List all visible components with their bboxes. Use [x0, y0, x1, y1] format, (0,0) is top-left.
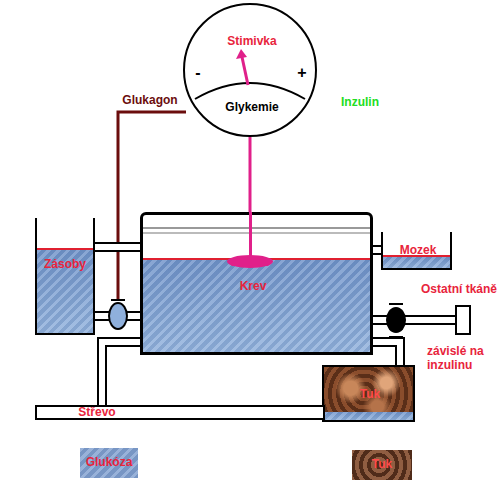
- pipe-connector: [373, 250, 381, 251]
- valve-handle: [111, 299, 125, 301]
- plus-sign: +: [297, 64, 306, 82]
- glucagon-valve: [109, 303, 127, 329]
- valve-handle: [389, 303, 403, 305]
- pipe-connector: [373, 320, 455, 321]
- legend-text: Glukóza: [86, 456, 133, 470]
- node-label: Mozek: [400, 244, 437, 258]
- gauge-face: [185, 5, 315, 135]
- connector-stroke: [102, 342, 140, 405]
- hormone-label: Inzulin: [341, 95, 379, 109]
- node-label: Střevo: [78, 406, 115, 420]
- sensor-ellipse: [227, 255, 273, 268]
- valve-handle: [389, 336, 403, 338]
- water-fill: [143, 258, 370, 352]
- connector-stroke: [102, 342, 140, 405]
- legend-text: Tuk: [372, 458, 392, 472]
- node-label: závislé na inzulinu: [427, 345, 485, 373]
- node-label: Stimivka: [227, 35, 276, 49]
- tank-line: [143, 227, 370, 229]
- minus-sign: -: [195, 64, 200, 82]
- intestine-pipe: Střevo: [35, 405, 325, 420]
- connector-stroke: [95, 244, 140, 250]
- tank-line: [143, 232, 370, 234]
- water-fill: [324, 412, 413, 420]
- pipe-connector: [95, 247, 140, 248]
- glycemia-gauge: StimivkaGlykemie: [183, 3, 317, 137]
- pipe-connector: [373, 342, 400, 365]
- stores-tank: Zásoby: [35, 218, 95, 335]
- blood-tank: Krev: [140, 212, 373, 355]
- brain-tank: Mozek: [381, 232, 452, 270]
- pipe-connector: [102, 342, 140, 405]
- fat-tank: Tuk: [322, 365, 415, 422]
- node-label: Zásoby: [44, 258, 86, 272]
- node-label: Glykemie: [225, 101, 278, 115]
- connector-stroke: [373, 317, 455, 323]
- hormone-label: Glukagon: [122, 93, 177, 107]
- node-label: Ostatní tkáně: [421, 283, 497, 297]
- connector-stroke: [373, 247, 381, 253]
- connector-stroke: [373, 342, 400, 365]
- node-label: Krev: [240, 280, 267, 294]
- connector-stroke: [249, 137, 252, 212]
- connector-stroke: [95, 242, 140, 252]
- signal-line: [249, 212, 252, 256]
- connector-stroke: [373, 342, 400, 365]
- insulin-valve: [386, 307, 406, 333]
- connector-stroke: [373, 315, 455, 325]
- connector-stroke: [373, 245, 381, 255]
- signal-connector: [250, 137, 251, 212]
- node-label: Tuk: [360, 388, 380, 402]
- tissue-box: Ostatní tkánězávislé na inzulinu: [455, 305, 471, 335]
